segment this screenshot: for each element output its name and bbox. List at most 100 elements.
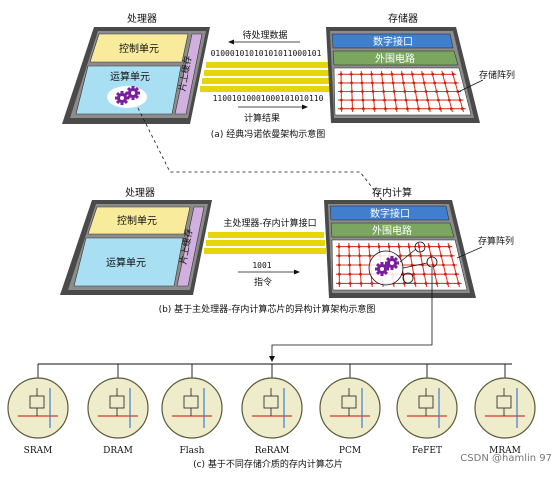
media-fefet: FeFET <box>396 364 458 456</box>
grid-node <box>441 263 445 267</box>
grid-node <box>358 254 361 258</box>
result-label: 计算结果 <box>244 112 280 124</box>
control-unit-label-b: 控制单元 <box>117 214 157 227</box>
media-label: SRAM <box>24 446 53 456</box>
grid-node <box>437 98 440 102</box>
grid-node <box>381 81 385 85</box>
grid-node <box>387 245 391 249</box>
grid-node <box>439 254 443 258</box>
grid-node <box>454 272 458 276</box>
grid-node <box>339 98 343 102</box>
grid-node <box>357 245 361 249</box>
processor-title-a: 处理器 <box>127 13 157 25</box>
grid-node <box>392 90 396 93</box>
grid-node <box>424 282 428 285</box>
grid-node <box>427 107 431 111</box>
grid-node <box>452 263 456 267</box>
grid-node <box>433 272 437 276</box>
grid-node <box>409 254 413 258</box>
digital-interface-b <box>329 205 450 221</box>
media-label: ReRAM <box>255 446 290 456</box>
arrow-head-icon <box>228 39 234 45</box>
grid-node <box>437 245 441 249</box>
grid-node <box>350 98 354 102</box>
pending-data-label: 待处理数据 <box>242 29 287 41</box>
grid-node <box>427 245 431 249</box>
grid-node <box>348 272 352 276</box>
grid-node <box>360 72 363 76</box>
grid-node <box>370 81 374 85</box>
data-bus-b <box>204 232 326 254</box>
grid-node <box>361 98 365 102</box>
grid-node <box>370 72 374 76</box>
grid-node <box>339 72 343 76</box>
compute-unit-b <box>73 237 184 287</box>
grid-node <box>367 245 371 249</box>
grid-node <box>347 254 351 258</box>
highlight-cell-icon <box>402 272 414 284</box>
grid-node <box>451 72 455 76</box>
grid-node <box>339 81 343 85</box>
grid-node <box>402 81 405 85</box>
peripheral-a <box>332 50 459 66</box>
grid-node <box>337 254 341 258</box>
grid-node <box>421 72 424 76</box>
media-pcm: PCM <box>319 364 381 456</box>
grid-node <box>390 72 394 76</box>
caption-c: (c) 基于不同存储介质的存内计算芯片 <box>193 458 343 470</box>
control-unit-a <box>89 33 189 63</box>
memory-grid-a <box>338 70 466 113</box>
array-label-a-pointer <box>457 79 484 93</box>
grid-node <box>413 282 417 285</box>
grid-node <box>450 254 453 258</box>
grid-node <box>350 81 353 85</box>
digital-interface-label-b: 数字接口 <box>370 207 410 220</box>
grid-node <box>350 90 354 93</box>
grid-node <box>429 254 433 258</box>
grid-node <box>447 245 451 249</box>
grid-node <box>362 107 365 111</box>
grid-node <box>413 90 417 93</box>
grid-node <box>449 107 453 111</box>
media-label: Flash <box>180 446 205 456</box>
grid-node <box>368 254 372 258</box>
array-label-b: 存算阵列 <box>478 235 514 247</box>
arrow-head-icon <box>269 356 275 362</box>
caption-b: (b) 基于主处理器-存内计算芯片的异构计算架构示意图 <box>159 303 376 315</box>
code-label-b: 1001 <box>252 261 271 270</box>
peripheral-label-b: 外围电路 <box>372 224 412 237</box>
grid-node <box>447 98 451 102</box>
compute-unit-label-a: 运算单元 <box>110 70 150 83</box>
interface-label-b: 主处理器-存内计算接口 <box>223 217 316 229</box>
grid-node <box>433 81 437 85</box>
grid-node <box>337 263 341 267</box>
grid-node <box>426 98 430 102</box>
grid-node <box>361 90 364 93</box>
grid-node <box>399 254 402 258</box>
pim-title-b: 存内计算 <box>372 186 412 199</box>
media-flash: Flash <box>161 364 223 456</box>
highlight-cell-icon <box>426 256 438 268</box>
link-line <box>402 262 428 269</box>
grid-node <box>438 107 442 111</box>
grid-node <box>422 81 426 85</box>
grid-node <box>370 282 374 285</box>
grid-node <box>456 90 460 93</box>
media-label: FeFET <box>412 446 442 456</box>
grid-node <box>444 272 447 276</box>
grid-node <box>358 263 362 267</box>
grid-node <box>412 272 416 276</box>
grid-node <box>347 245 351 249</box>
grid-node <box>360 81 364 85</box>
grid-node <box>460 107 464 111</box>
instruction-label-b: 指令 <box>254 276 272 288</box>
grid-node <box>458 98 462 102</box>
memory-title-a: 存储器 <box>388 12 418 25</box>
link-line <box>399 248 417 263</box>
bits-bottom: 11001010001000101010110 <box>213 94 324 103</box>
compute-unit-label-b: 运算单元 <box>106 256 146 269</box>
grid-node <box>431 263 435 267</box>
control-unit-label-a: 控制单元 <box>119 42 159 55</box>
peripheral-label-a: 外围电路 <box>375 52 415 65</box>
